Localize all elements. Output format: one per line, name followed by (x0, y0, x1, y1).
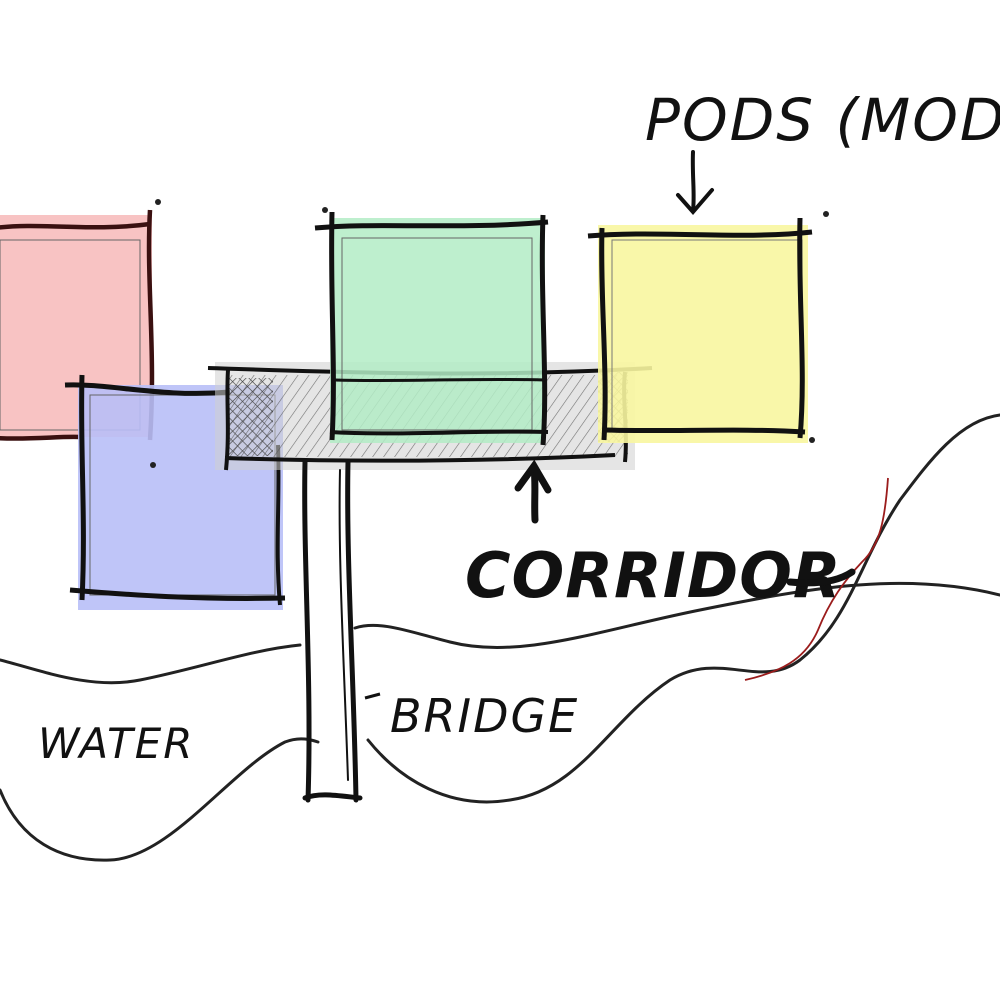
corridor-arrow (514, 459, 552, 524)
terrain-lines (0, 413, 1000, 862)
corridor-tail-stroke (786, 568, 856, 587)
water-top-edge (0, 643, 302, 685)
pod-yellow (587, 211, 829, 443)
corridor-label: CORRIDOR (465, 539, 842, 612)
pods-arrow (676, 150, 714, 216)
pod-green (314, 207, 549, 446)
bridge (302, 459, 363, 803)
red-sketch-line (744, 477, 889, 681)
bridge-leader (364, 692, 381, 700)
ground-line (366, 413, 1000, 804)
bridge-label: BRIDGE (390, 689, 579, 743)
bank-line (353, 581, 1000, 649)
water-label: WATER (38, 719, 195, 768)
water-bottom-edge (0, 737, 320, 862)
pods-label: PODS (MODUL (645, 86, 1000, 154)
